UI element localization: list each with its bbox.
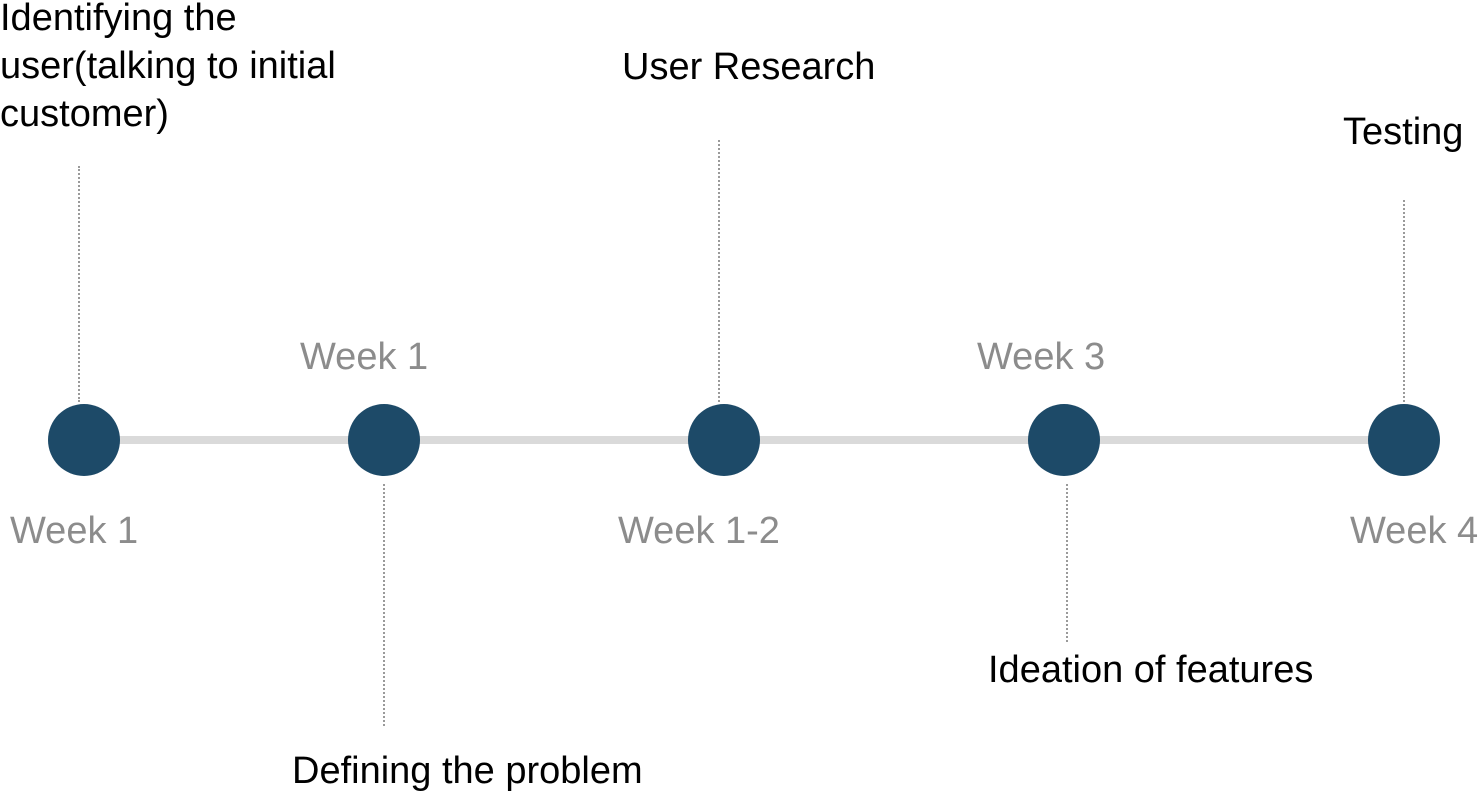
milestone-node [348, 404, 420, 476]
event-text-line: user(talking to initial [0, 45, 336, 87]
connector-line [718, 140, 720, 402]
milestone-event-label: Testing [1343, 108, 1463, 156]
milestone-week-label: Week 1 [300, 336, 429, 378]
connector-line [78, 166, 80, 402]
milestone-event-label: Defining the problem [292, 747, 643, 795]
connector-line [1403, 200, 1405, 402]
milestone-event-label: Identifying the user(talking to initial … [0, 0, 336, 138]
event-text-line: Ideation of features [988, 649, 1314, 691]
event-text-line: customer) [0, 93, 169, 135]
milestone-week-label: Week 3 [977, 336, 1106, 378]
event-text-line: User Research [622, 46, 876, 88]
milestone-week-label: Week 4 [1350, 510, 1479, 552]
event-text-line: Testing [1343, 111, 1464, 153]
connector-line [1066, 484, 1068, 642]
connector-line [383, 484, 385, 726]
milestone-node [1368, 404, 1440, 476]
milestone-week-label: Week 1-2 [618, 510, 780, 552]
milestone-node [688, 404, 760, 476]
event-text-line: Defining the problem [292, 750, 643, 792]
milestone-node [48, 404, 120, 476]
event-text-line: Identifying the [0, 0, 237, 39]
milestone-event-label: Ideation of features [988, 646, 1313, 694]
milestone-week-label: Week 1 [10, 510, 139, 552]
milestone-node [1028, 404, 1100, 476]
milestone-event-label: User Research [622, 43, 875, 91]
